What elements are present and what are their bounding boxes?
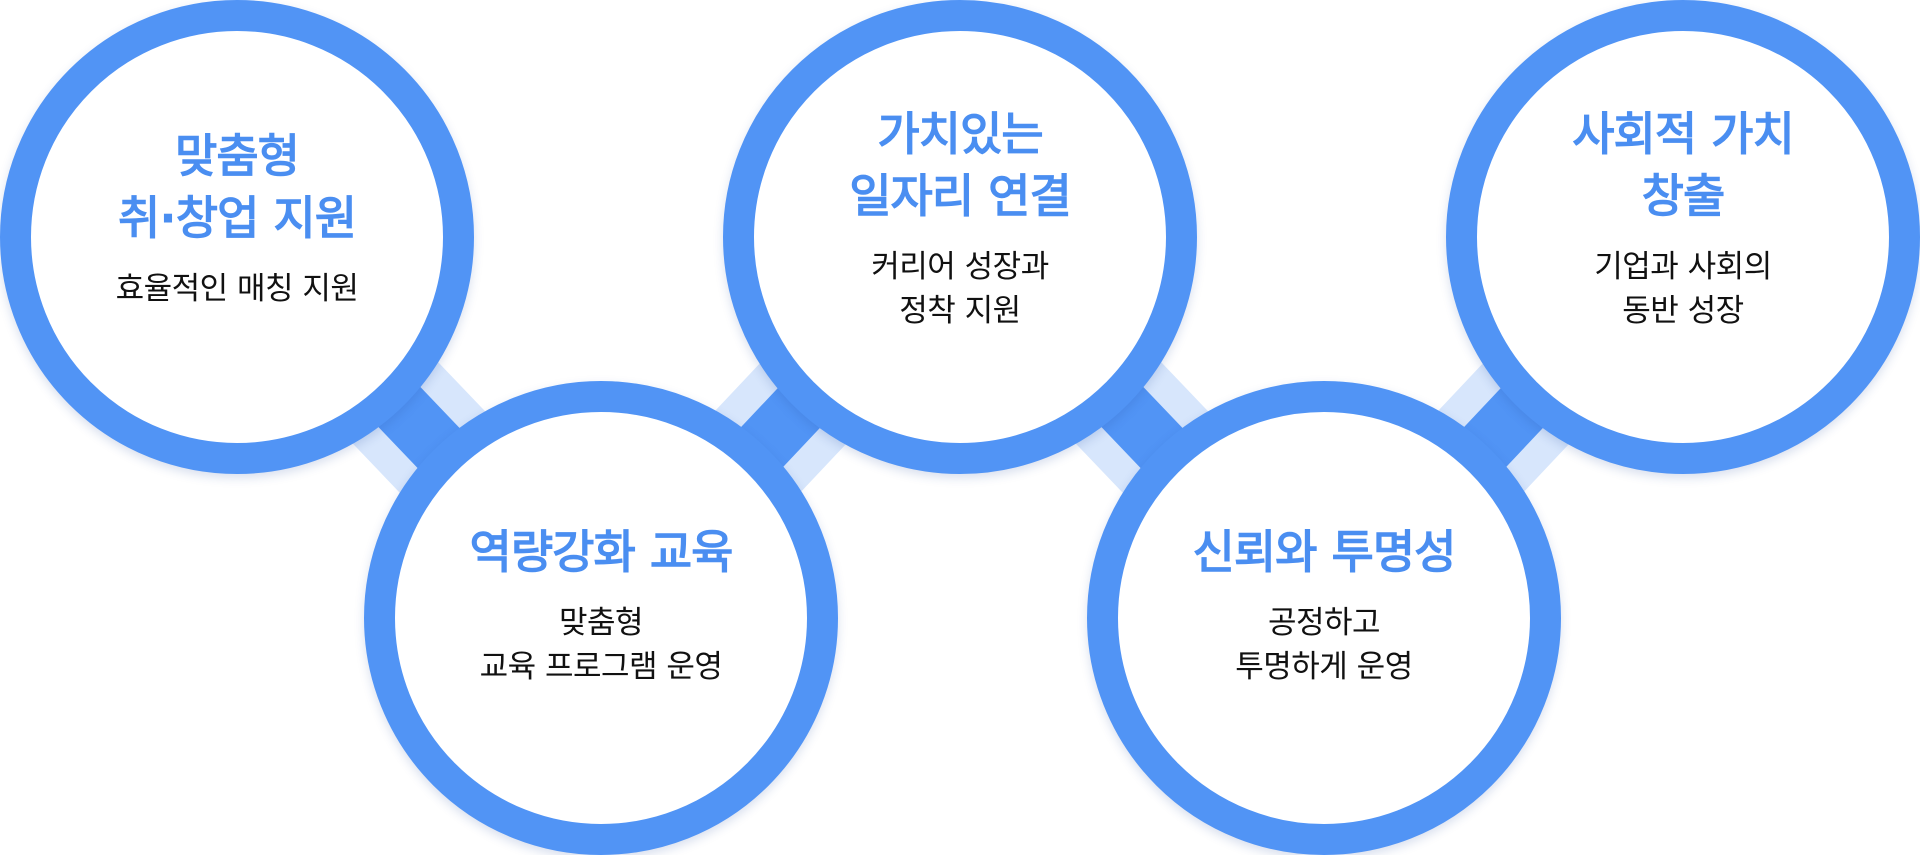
node-description: 커리어 성장과 정착 지원 <box>871 249 1049 329</box>
node-title: 맞춤형 취·창업 지원 <box>117 129 357 245</box>
node-capability-education: 역량강화 교육 맞춤형 교육 프로그램 운영 <box>364 381 838 855</box>
node-valuable-job-connection: 가치있는 일자리 연결 커리어 성장과 정착 지원 <box>723 0 1197 474</box>
node-description: 맞춤형 교육 프로그램 운영 <box>479 605 723 685</box>
node-customized-employment-support: 맞춤형 취·창업 지원 효율적인 매칭 지원 <box>0 0 474 474</box>
node-title: 신뢰와 투명성 <box>1192 525 1457 579</box>
node-title: 역량강화 교육 <box>469 525 734 579</box>
node-title: 가치있는 일자리 연결 <box>849 107 1072 223</box>
node-description: 효율적인 매칭 지원 <box>115 271 359 307</box>
node-description: 공정하고 투명하게 운영 <box>1235 605 1413 685</box>
node-description: 기업과 사회의 동반 성장 <box>1594 249 1772 329</box>
node-trust-transparency: 신뢰와 투명성 공정하고 투명하게 운영 <box>1087 381 1561 855</box>
node-social-value-creation: 사회적 가치 창출 기업과 사회의 동반 성장 <box>1446 0 1920 474</box>
node-title: 사회적 가치 창출 <box>1572 107 1795 223</box>
